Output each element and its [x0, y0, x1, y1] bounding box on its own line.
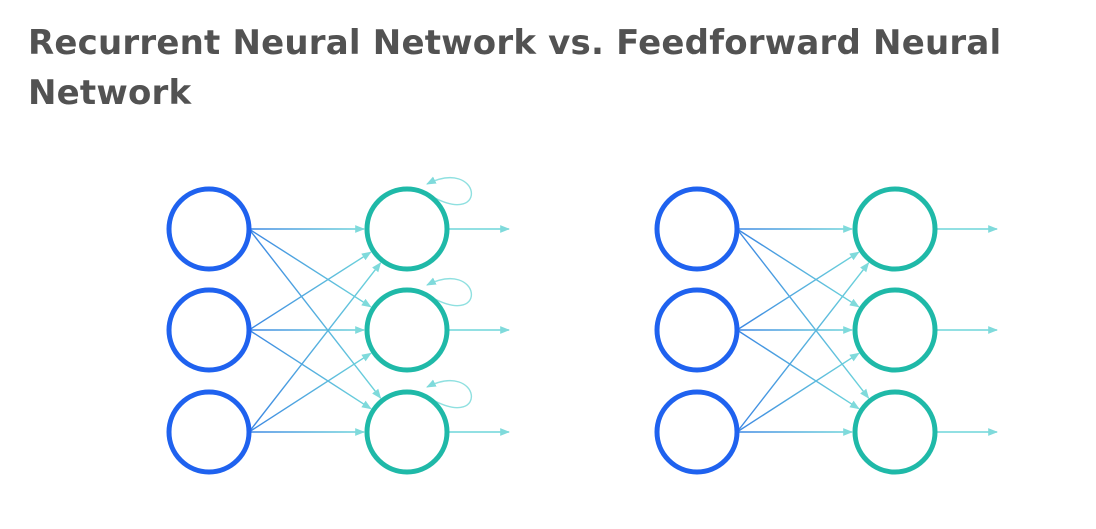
input-node — [166, 287, 252, 373]
page-title: Recurrent Neural Network vs. Feedforward… — [28, 23, 1002, 113]
input-node — [166, 186, 252, 272]
input-node — [166, 389, 252, 475]
recurrent-network — [166, 176, 510, 475]
input-node — [654, 389, 740, 475]
connection-arrow — [248, 352, 372, 433]
connection-arrow — [248, 262, 382, 433]
connection-arrow — [248, 329, 372, 410]
self-loop-arrow — [426, 277, 472, 307]
connection-arrow — [736, 352, 860, 433]
connection-arrow — [736, 251, 860, 331]
self-loop-arrow — [426, 379, 472, 409]
connection-arrow — [248, 228, 382, 399]
connection-arrow — [736, 329, 860, 410]
output-node — [364, 389, 450, 475]
input-node — [654, 287, 740, 373]
self-loop-arrow — [426, 176, 472, 206]
input-node — [654, 186, 740, 272]
connection-arrow — [736, 228, 860, 308]
connection-arrow — [736, 262, 870, 433]
feedforward-network — [654, 186, 998, 475]
output-node — [852, 287, 938, 373]
output-node — [364, 287, 450, 373]
output-node — [852, 186, 938, 272]
connection-arrow — [248, 251, 372, 331]
output-node — [364, 186, 450, 272]
output-node — [852, 389, 938, 475]
connection-arrow — [248, 228, 372, 308]
connection-arrow — [736, 228, 870, 399]
